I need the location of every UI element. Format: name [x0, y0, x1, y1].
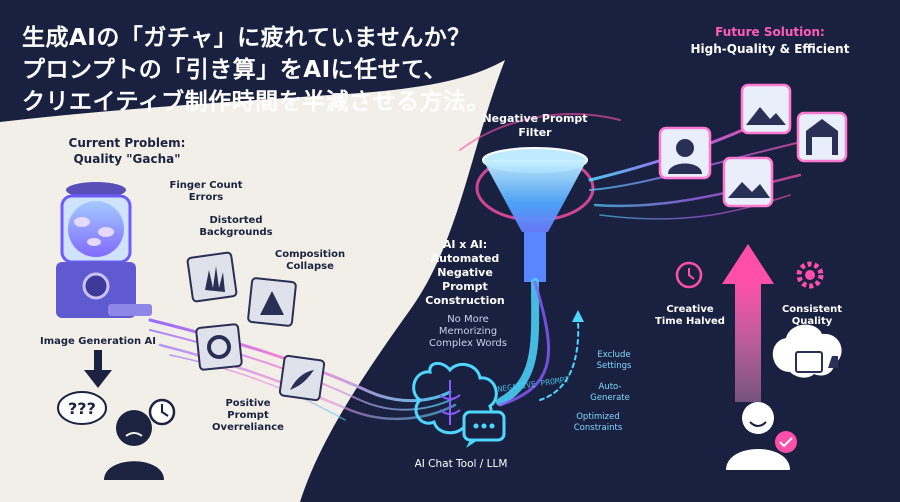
brain-chat-icon [412, 362, 506, 448]
issue-finger-count: Finger Count Errors [169, 180, 243, 203]
title-line-1: 生成AIの「ガチャ」に疲れていませんか？ [22, 25, 471, 51]
solution-heading: Future Solution: High-Quality & Efficien… [690, 25, 850, 56]
benefit-time-halved: Creative Time Halved [655, 304, 725, 327]
benefit-icons [675, 261, 824, 289]
automation-subtext: No More Memorizing Complex Words [429, 314, 507, 349]
issue-composition-collapse: Composition Collapse [274, 249, 346, 272]
step-optimized-constraints: Optimized Constraints [573, 412, 623, 433]
problem-heading: Current Problem: Quality "Gacha" [52, 135, 202, 167]
funnel-icon [475, 147, 595, 282]
automation-heading: AI x AI: Automated Negative Prompt Const… [425, 238, 505, 307]
problem-heading-line-1: Current Problem: [68, 136, 186, 150]
title-line-3: クリエイティブ制作時間を半減させる方法。 [22, 89, 491, 115]
problem-heading-line-2: Quality "Gacha" [73, 152, 181, 166]
confused-person-icon [57, 350, 176, 480]
benefit-consistent-quality: Consistent Quality [781, 304, 843, 327]
page-title: 生成AIの「ガチャ」に疲れていませんか？ プロンプトの「引き算」をAIに任せて、… [22, 22, 492, 118]
filter-label: Negative Prompt Filter [482, 112, 588, 139]
happy-person-icon [726, 324, 842, 470]
tool-label: AI Chat Tool / LLM [414, 458, 508, 470]
gacha-machine-icon [56, 182, 152, 318]
growth-arrow [722, 244, 774, 402]
generator-label: Image Generation AI [39, 336, 157, 347]
confused-text: ??? [68, 399, 96, 418]
step-exclude-settings: Exclude Settings [596, 350, 632, 371]
issue-distorted-backgrounds: Distorted Backgrounds [199, 215, 273, 238]
overreliance-label: Positive Prompt Overreliance [212, 398, 284, 433]
step-auto-generate: Auto- Generate [590, 382, 630, 403]
stream-text: NEGATIVE PROMPT [497, 375, 570, 394]
title-line-2: プロンプトの「引き算」をAIに任せて、 [22, 57, 448, 83]
